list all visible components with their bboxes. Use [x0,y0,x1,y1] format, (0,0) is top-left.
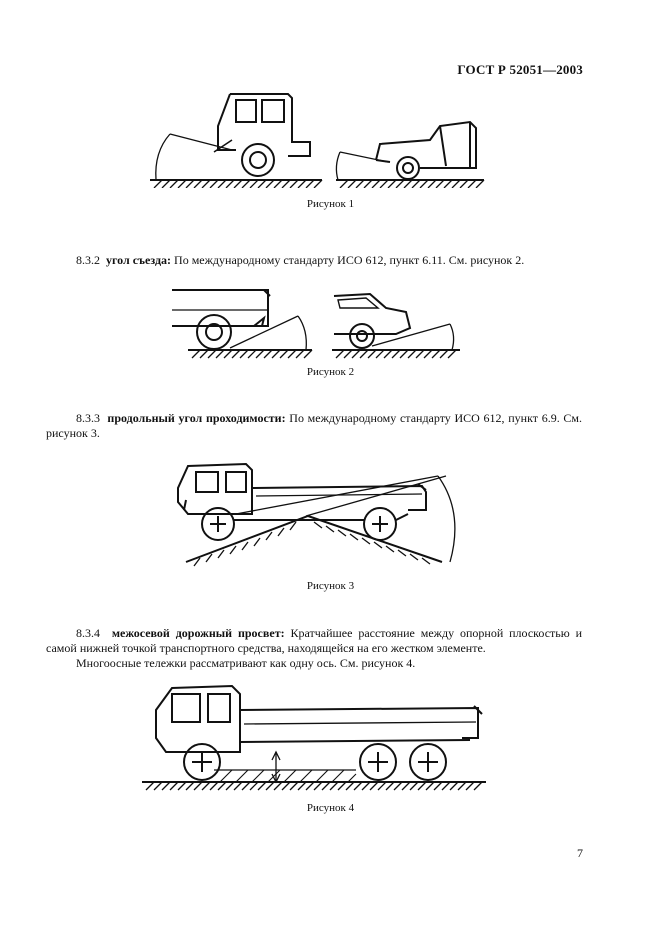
document-code-header: ГОСТ Р 52051—2003 [457,62,583,77]
figure-2-caption: Рисунок 2 [306,366,355,378]
section-number: 8.3.3 [76,411,100,425]
figure-3-drawing [177,462,456,567]
section-term: угол съезда: [106,253,172,267]
figure-1 [0,88,661,188]
figure-1-caption: Рисунок 1 [306,198,355,210]
section-8-3-4: 8.3.4 межосевой дорожный просвет: Кратча… [46,626,582,671]
section-term: продольный угол проходимости: [107,411,286,425]
figure-4-caption: Рисунок 4 [306,802,355,814]
section-text: Кратчайшее расстояние между опорной плос… [46,626,583,655]
section-text: По международному стандарту ИСО 612, пун… [171,253,525,267]
section-text: По международному стандарту ИСО 612, пун… [46,411,583,440]
figure-3-caption: Рисунок 3 [306,580,355,592]
section-term: межосевой дорожный просвет: [111,626,285,640]
section-8-3-2: 8.3.2 угол съезда: По международному ста… [46,253,582,268]
figure-3 [0,458,661,570]
figure-2-drawing [172,289,460,359]
section-note: Многоосные тележки рассматривают как одн… [76,656,416,670]
page-number: 7 [577,846,583,860]
figure-2 [0,284,661,364]
section-number: 8.3.2 [76,253,100,267]
figure-4-drawing [142,684,486,791]
figure-1-drawing [150,93,485,188]
section-number: 8.3.4 [76,626,100,640]
figure-4 [0,680,661,792]
section-8-3-3: 8.3.3 продольный угол проходимости: По м… [46,411,582,441]
